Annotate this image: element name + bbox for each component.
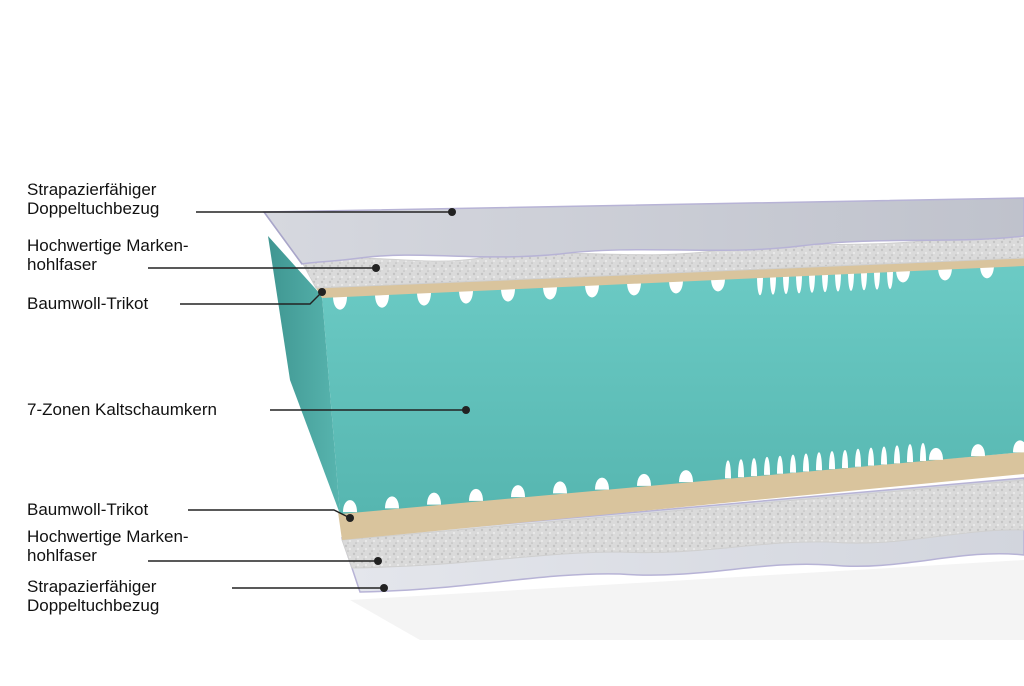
leader-line-top-knit bbox=[180, 291, 323, 305]
foam-notch-bottom bbox=[595, 477, 609, 490]
label-bottom-knit: Baumwoll-Trikot bbox=[27, 500, 148, 519]
foam-profile-bottom bbox=[343, 440, 1024, 513]
foam-notch-top bbox=[783, 274, 789, 295]
foam-notch-bottom bbox=[637, 473, 651, 486]
foam-front-face bbox=[322, 262, 1024, 514]
leader-dot-bottom-cover bbox=[380, 584, 388, 592]
foam-notch-top bbox=[874, 270, 880, 290]
leader-dot-top-fiber bbox=[372, 264, 380, 272]
label-top-cover-line-2: Doppeltuchbezug bbox=[27, 199, 160, 218]
top-fiber-layer bbox=[301, 231, 1024, 289]
label-top-cover: Strapazierfähiger Doppeltuchbezug bbox=[27, 180, 159, 218]
label-top-cover-line-1: Strapazierfähiger bbox=[27, 180, 157, 199]
foam-notch-bottom bbox=[553, 481, 567, 494]
foam-notch-bottom bbox=[790, 454, 796, 473]
label-bottom-knit-line-1: Baumwoll-Trikot bbox=[27, 500, 149, 519]
foam-notch-top bbox=[887, 269, 893, 289]
label-bottom-fiber: Hochwertige Marken- hohlfaser bbox=[27, 527, 189, 565]
foam-notch-bottom bbox=[427, 492, 441, 505]
foam-notch-top bbox=[375, 294, 389, 308]
foam-notch-top bbox=[711, 277, 725, 292]
leader-line-bottom-knit bbox=[188, 509, 351, 519]
label-bottom-cover: Strapazierfähiger Doppeltuchbezug bbox=[27, 577, 159, 615]
leader-dot-core bbox=[462, 406, 470, 414]
foam-notch-bottom bbox=[343, 500, 357, 513]
foam-notch-top bbox=[980, 264, 994, 279]
leader-lines bbox=[148, 211, 466, 589]
foam-notch-top bbox=[501, 287, 515, 302]
foam-notch-bottom bbox=[803, 453, 809, 472]
foam-notch-top bbox=[417, 292, 431, 306]
foam-notch-top bbox=[835, 272, 841, 292]
cover-seam bbox=[263, 211, 303, 265]
floor-shadow bbox=[350, 560, 1024, 640]
foam-notch-bottom bbox=[894, 445, 900, 464]
foam-notch-bottom bbox=[868, 447, 874, 466]
foam-notch-top bbox=[333, 296, 347, 310]
leader-dots bbox=[318, 208, 470, 592]
label-bottom-cover-line-1: Strapazierfähiger bbox=[27, 577, 157, 596]
foam-notch-top bbox=[938, 266, 952, 281]
label-top-fiber-line-2: hohlfaser bbox=[27, 255, 97, 274]
foam-notch-bottom bbox=[842, 449, 848, 468]
foam-notch-bottom bbox=[907, 444, 913, 463]
foam-notch-bottom bbox=[816, 452, 822, 471]
foam-notch-bottom bbox=[929, 447, 943, 460]
label-bottom-cover-line-2: Doppeltuchbezug bbox=[27, 596, 160, 615]
foam-notch-bottom bbox=[679, 470, 693, 483]
foam-profile-top bbox=[333, 264, 994, 310]
foam-notch-top bbox=[459, 290, 473, 304]
label-top-knit: Baumwoll-Trikot bbox=[27, 294, 148, 313]
foam-notch-top bbox=[796, 273, 802, 294]
foam-notch-bottom bbox=[725, 460, 731, 479]
label-bottom-fiber-line-2: hohlfaser bbox=[27, 546, 97, 565]
foam-notch-bottom bbox=[751, 458, 757, 477]
top-knit-layer bbox=[316, 256, 1024, 298]
foam-notch-bottom bbox=[764, 456, 770, 475]
foam-notch-top bbox=[770, 275, 776, 295]
foam-side-face bbox=[268, 236, 340, 514]
foam-notch-bottom bbox=[971, 444, 985, 457]
foam-notch-top bbox=[543, 285, 557, 300]
label-top-knit-line-1: Baumwoll-Trikot bbox=[27, 294, 149, 313]
leader-dot-top-knit bbox=[318, 288, 326, 296]
foam-notch-top bbox=[627, 281, 641, 296]
label-top-fiber-line-1: Hochwertige Marken- bbox=[27, 236, 189, 255]
label-core-line-1: 7-Zonen Kaltschaumkern bbox=[27, 400, 217, 419]
label-bottom-fiber-line-1: Hochwertige Marken- bbox=[27, 527, 189, 546]
foam-notch-top bbox=[896, 268, 910, 283]
foam-notch-top bbox=[585, 283, 599, 298]
bottom-fiber-layer bbox=[341, 479, 1024, 569]
foam-notch-bottom bbox=[881, 446, 887, 465]
foam-notch-bottom bbox=[855, 448, 861, 467]
foam-notch-bottom bbox=[777, 455, 783, 474]
foam-notch-bottom bbox=[469, 488, 483, 501]
label-core: 7-Zonen Kaltschaumkern bbox=[27, 400, 217, 419]
foam-notch-top bbox=[822, 272, 828, 293]
foam-notch-bottom bbox=[920, 443, 926, 462]
foam-notch-bottom bbox=[738, 459, 744, 478]
leader-dot-top-cover bbox=[448, 208, 456, 216]
label-top-fiber: Hochwertige Marken- hohlfaser bbox=[27, 236, 189, 274]
foam-notch-top bbox=[669, 279, 683, 294]
foam-notch-bottom bbox=[385, 496, 399, 509]
foam-notch-bottom bbox=[511, 485, 525, 498]
leader-dot-bottom-knit bbox=[346, 514, 354, 522]
foam-notch-top bbox=[809, 273, 815, 293]
foam-notch-top bbox=[757, 275, 763, 296]
bottom-knit-layer bbox=[338, 452, 1024, 540]
foam-notch-bottom bbox=[829, 451, 835, 470]
foam-notch-top bbox=[861, 270, 867, 291]
foam-notch-bottom bbox=[1013, 440, 1024, 453]
foam-notch-top bbox=[848, 271, 854, 291]
leader-dot-bottom-fiber bbox=[374, 557, 382, 565]
